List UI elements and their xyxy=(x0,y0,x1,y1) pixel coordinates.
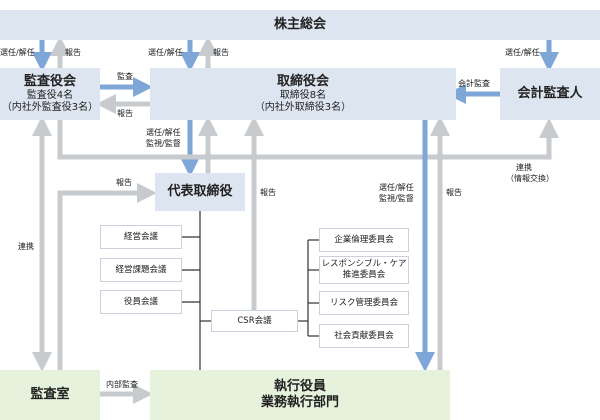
label-report-6: 報告 xyxy=(446,188,462,197)
audit-office: 監査室 xyxy=(0,370,100,420)
label-audit: 監査 xyxy=(117,72,133,81)
committee-rc-label-2: 推進委員会 xyxy=(342,270,386,280)
label-accounting-audit: 会計監査 xyxy=(458,79,490,88)
audit-board-members: 監査役4名 xyxy=(26,90,74,101)
label-appoint-audit: 選任/解任 xyxy=(0,48,35,57)
audit-board-outside: （内社外監査役3名） xyxy=(1,102,99,113)
arrow-report-rep xyxy=(57,183,157,370)
label-internal-audit: 内部監査 xyxy=(106,380,138,389)
label-report-1: 報告 xyxy=(65,48,81,57)
csr-meeting-label: CSR会議 xyxy=(237,315,272,326)
arrow-cooperation-info xyxy=(57,118,559,160)
representative-director: 代表取締役 xyxy=(155,173,245,211)
audit-board-title: 監査役会 xyxy=(23,74,76,89)
committee-risk-label: リスク管理委員会 xyxy=(329,297,398,308)
label-appoint-board: 選任/解任 xyxy=(148,48,183,57)
accounting-auditor: 会計監査人 xyxy=(500,68,600,120)
org-tree-lines xyxy=(182,211,319,370)
board-members: 取締役8名 xyxy=(279,90,327,101)
shareholders-meeting: 株主総会 xyxy=(0,10,600,40)
committee-ethics: 企業倫理委員会 xyxy=(319,228,409,252)
csr-meeting: CSR会議 xyxy=(211,310,298,332)
label-report-2: 報告 xyxy=(213,48,229,57)
meeting-issues: 経営課題会議 xyxy=(100,258,182,282)
board-title: 取締役会 xyxy=(276,74,329,89)
committee-rc-label-1: レスポンシブル・ケア xyxy=(321,259,407,269)
shareholders-title: 株主総会 xyxy=(273,17,326,32)
label-appoint-monitor-2b: 監視/監督 xyxy=(379,194,414,203)
label-appoint-monitor-1a: 選任/解任 xyxy=(146,128,181,137)
committee-social: 社会貢献委員会 xyxy=(319,324,409,348)
label-info-exchange-1: 連携 xyxy=(516,163,532,172)
label-cooperation: 連携 xyxy=(18,242,34,251)
committee-responsible-care: レスポンシブル・ケア 推進委員会 xyxy=(319,256,409,284)
label-appoint-accountant: 選任/解任 xyxy=(505,48,540,57)
accounting-auditor-title: 会計監査人 xyxy=(517,86,583,101)
label-report-3: 報告 xyxy=(117,109,133,118)
label-report-4: 報告 xyxy=(116,178,132,187)
label-appoint-monitor-1b: 監視/監督 xyxy=(146,139,181,148)
meeting-management: 経営会議 xyxy=(100,225,182,249)
meeting-officers-label: 役員会議 xyxy=(123,296,158,307)
meeting-issues-label: 経営課題会議 xyxy=(115,264,167,275)
audit-office-title: 監査室 xyxy=(30,387,70,402)
committee-ethics-label: 企業倫理委員会 xyxy=(334,234,394,245)
executive-division: 執行役員 業務執行部門 xyxy=(150,370,450,420)
label-report-5: 報告 xyxy=(260,188,276,197)
business-execution-title: 業務執行部門 xyxy=(260,395,339,410)
label-info-exchange-2: （情報交換） xyxy=(506,174,554,183)
audit-board: 監査役会 監査役4名 （内社外監査役3名） xyxy=(0,68,100,120)
label-appoint-monitor-2a: 選任/解任 xyxy=(379,183,414,192)
board-of-directors: 取締役会 取締役8名 （内社外取締役3名） xyxy=(150,68,456,120)
rep-director-title: 代表取締役 xyxy=(167,184,233,199)
board-outside: （内社外取締役3名） xyxy=(254,102,352,113)
committee-risk: リスク管理委員会 xyxy=(319,291,409,315)
committee-social-label: 社会貢献委員会 xyxy=(334,330,394,341)
meeting-officers: 役員会議 xyxy=(100,290,182,314)
meeting-management-label: 経営会議 xyxy=(123,231,158,242)
executive-officers-title: 執行役員 xyxy=(273,379,326,394)
